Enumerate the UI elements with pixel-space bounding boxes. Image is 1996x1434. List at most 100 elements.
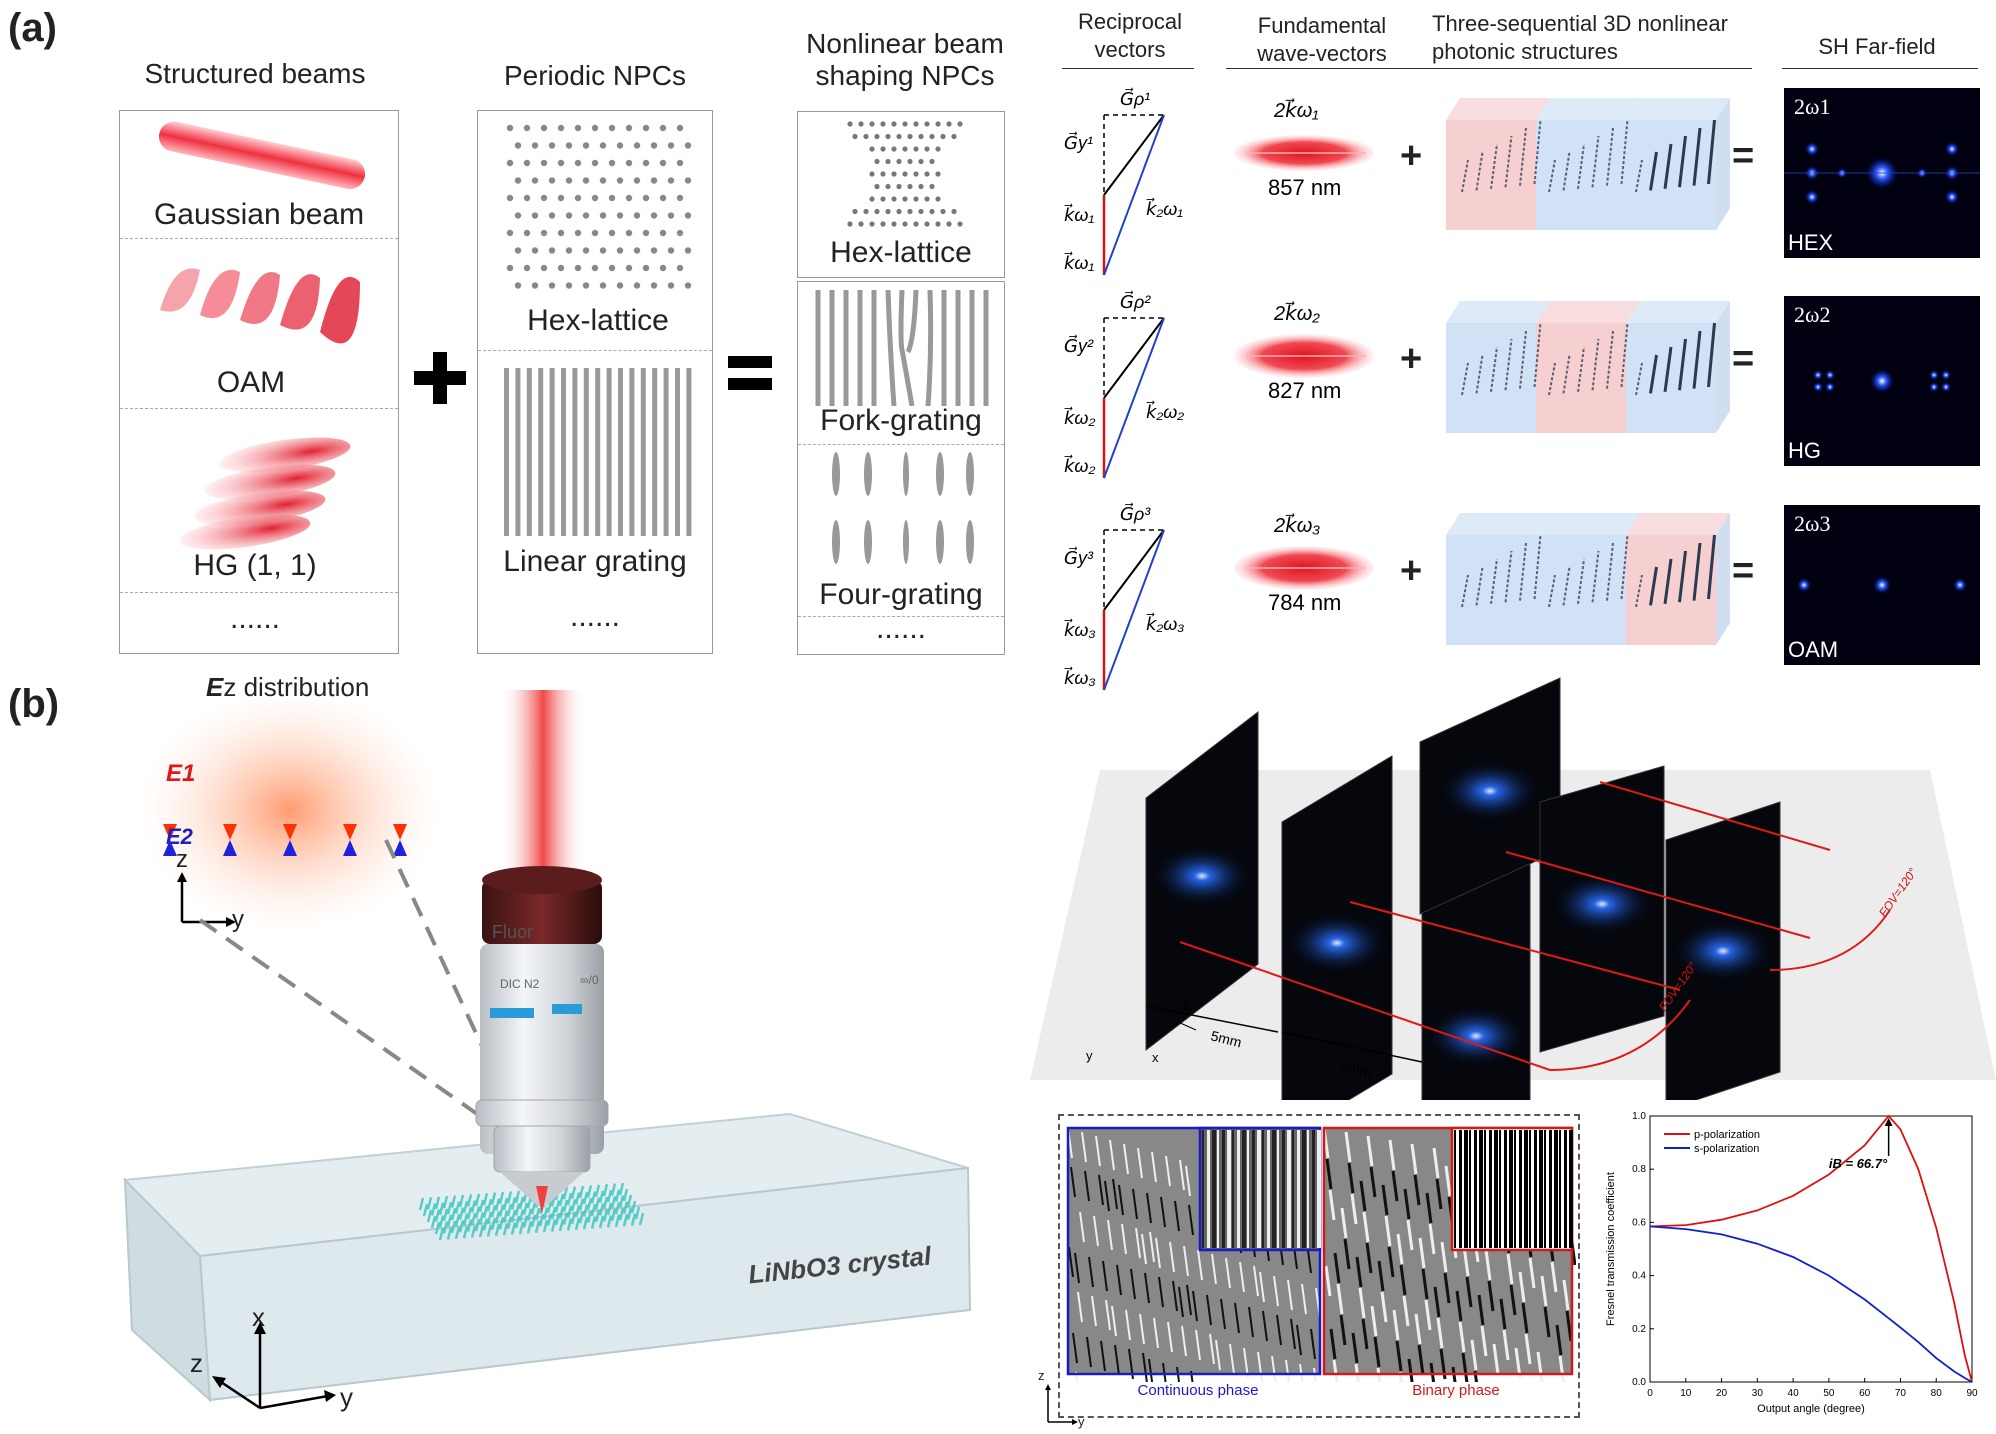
axis-top-z: z	[176, 846, 188, 873]
crystal-structure-element	[502, 1222, 509, 1236]
lattice-dot	[582, 247, 590, 254]
e1-arrowhead	[283, 824, 297, 840]
shaped-dot	[924, 221, 930, 227]
objective-dic-text: DIC N2	[500, 977, 540, 991]
structure-layer	[1678, 338, 1687, 391]
phase-stripe	[1100, 1340, 1106, 1372]
header-nonlinear-line1: Nonlinear beam	[806, 28, 1004, 59]
inset-stripe	[1267, 1130, 1270, 1248]
crystal-structure-element	[462, 1213, 469, 1226]
sh-order-label: 2ω1	[1794, 94, 1831, 119]
label-g-rho: G⃗ρ³	[1120, 503, 1151, 524]
structure-side	[1716, 98, 1730, 230]
gaussian-beam-rod	[158, 121, 366, 190]
phase-stripe	[1395, 1340, 1403, 1372]
header-three-sequential: Three-sequential 3D nonlinear photonic s…	[1432, 10, 1752, 66]
k-2omega-vector	[1103, 317, 1165, 479]
inset-stripe	[1227, 1130, 1231, 1248]
shaped-dot	[902, 121, 908, 127]
shaped-dot	[913, 171, 919, 177]
phase-stripe	[1413, 1174, 1421, 1206]
phase-stripe	[1287, 1279, 1293, 1311]
label-wavelength: 857 nm	[1268, 175, 1341, 200]
phase-stripe	[1435, 1178, 1443, 1210]
structure-layer	[1620, 534, 1629, 600]
structure-layer	[1707, 322, 1716, 388]
inset-stripe	[1272, 1130, 1276, 1248]
phase-stripe	[1473, 1370, 1478, 1382]
shaped-dot	[852, 208, 858, 215]
equals-icon: =	[1732, 135, 1755, 177]
phase-stripe	[1257, 1351, 1263, 1382]
shaped-dot	[918, 183, 924, 190]
screens-spacing-1: 5mm	[1209, 1027, 1243, 1050]
lattice-dot	[540, 264, 548, 272]
label-k-omega: k⃗ω₂	[1064, 407, 1095, 428]
phase-stripe	[1107, 1219, 1113, 1251]
phase-stripe	[1410, 1143, 1418, 1175]
phase-stripe	[1130, 1268, 1136, 1300]
phase-stripe	[1565, 1310, 1573, 1342]
phase-stripe	[1425, 1192, 1433, 1224]
structure-segment	[1446, 120, 1536, 230]
phase-stripe	[1079, 1211, 1085, 1243]
structure-layer	[1562, 566, 1571, 606]
shaped-dot	[929, 183, 935, 190]
crystal-structure-element	[502, 1210, 509, 1223]
crystal-structure-element	[582, 1216, 589, 1230]
label-fork-grating: Fork-grating	[820, 404, 982, 437]
phase-stripe	[1074, 1252, 1080, 1284]
crystal-structure-element	[614, 1189, 621, 1202]
phase-stripe	[1343, 1238, 1351, 1270]
shaped-dot	[918, 158, 924, 165]
beam-illustrations	[158, 121, 366, 550]
shaped-dot	[946, 121, 952, 127]
lattice-dot	[608, 159, 616, 167]
phase-stripe	[1417, 1344, 1425, 1376]
crystal-structure-element	[554, 1200, 561, 1213]
inset-stripe	[1292, 1130, 1294, 1248]
inset-stripe	[1217, 1130, 1219, 1248]
phase-stripe	[1381, 1184, 1389, 1216]
structure-layer	[1692, 542, 1702, 601]
lattice-dot	[557, 264, 565, 272]
structure-layer	[1504, 338, 1513, 391]
sh-spot	[1805, 142, 1819, 156]
crystal-structure-element	[438, 1202, 445, 1216]
structure-top	[1536, 513, 1640, 535]
phase-stripe	[1091, 1295, 1097, 1327]
header-fundamental-line1: Fundamental	[1257, 13, 1387, 38]
lattice-dot	[523, 194, 531, 202]
label-k-omega: k⃗ω₁	[1064, 252, 1094, 273]
phase-stripe	[1355, 1256, 1363, 1288]
crystal-structure-element	[558, 1218, 565, 1232]
screen-pattern	[1152, 846, 1252, 906]
crystal-structure-element	[574, 1192, 581, 1205]
phase-stripe	[1125, 1309, 1131, 1341]
crystal-structure-element	[514, 1203, 521, 1216]
e2-arrowhead	[223, 840, 237, 856]
crystal-structure-element	[438, 1215, 445, 1228]
grating-ellipse	[832, 520, 840, 564]
inset-stripe	[1277, 1130, 1279, 1248]
shaped-dot	[957, 221, 963, 227]
crystal-structure-element	[426, 1197, 433, 1210]
phase-stripe	[1518, 1271, 1526, 1303]
shaped-dot	[907, 183, 913, 190]
phase-stripe	[1273, 1275, 1279, 1307]
structure-layer	[1620, 322, 1629, 388]
series-line-s-polarization	[1649, 1225, 1973, 1383]
grating-line	[549, 368, 555, 536]
shaped-dot	[874, 158, 880, 165]
sh-spot	[1929, 382, 1939, 392]
binary-phase-label: Binary phase	[1412, 1382, 1500, 1399]
phase-stripe	[1543, 1306, 1551, 1338]
header-fundamental: Fundamental wave-vectors	[1232, 12, 1412, 68]
phase-stripe	[1132, 1188, 1138, 1220]
shaped-dot	[935, 146, 941, 152]
structure-top	[1446, 98, 1550, 120]
structure-layer	[1475, 566, 1484, 606]
crystal-structure-element	[470, 1212, 477, 1226]
grating-line	[663, 368, 669, 536]
crystal-structure-element	[530, 1214, 537, 1228]
